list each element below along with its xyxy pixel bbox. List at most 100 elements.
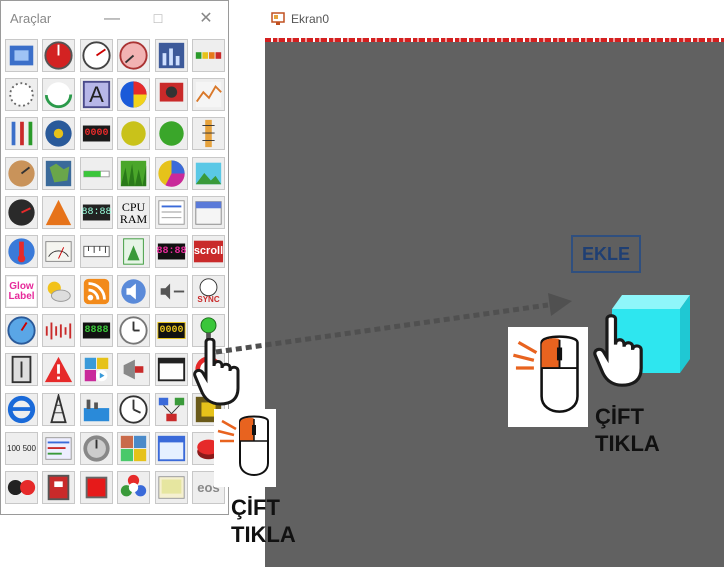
line-chart-icon bbox=[195, 81, 222, 108]
document-icon bbox=[123, 238, 144, 265]
tool-dotted-circle[interactable] bbox=[5, 78, 38, 111]
tool-pink-gauge[interactable] bbox=[117, 39, 150, 72]
green-led-icon bbox=[159, 121, 184, 146]
calendar-icon bbox=[195, 201, 222, 225]
tool-text-box[interactable]: A bbox=[80, 78, 113, 111]
close-button[interactable]: ✕ bbox=[199, 10, 213, 27]
tool-map[interactable] bbox=[42, 157, 75, 190]
tank-bars-icon bbox=[45, 437, 72, 460]
tool-round-knob[interactable] bbox=[80, 432, 113, 465]
triangle-icon bbox=[45, 199, 72, 226]
tool-red-square[interactable] bbox=[80, 471, 113, 504]
tool-clock[interactable] bbox=[117, 314, 150, 347]
tool-sound[interactable] bbox=[117, 275, 150, 308]
multicolor-icon bbox=[120, 474, 147, 497]
tool-window[interactable] bbox=[155, 353, 188, 386]
tool-blue-knob[interactable] bbox=[42, 117, 75, 150]
tool-weather[interactable] bbox=[42, 275, 75, 308]
tool-audio-level[interactable] bbox=[42, 314, 75, 347]
tool-led-time[interactable]: 88:88 bbox=[155, 235, 188, 268]
blue-knob-icon bbox=[45, 120, 72, 147]
screen-titlebar: Ekran0 bbox=[265, 0, 724, 38]
network-icon bbox=[158, 397, 185, 422]
clock-face-icon bbox=[119, 395, 148, 424]
screen-ruler bbox=[265, 38, 724, 42]
tool-ruler[interactable] bbox=[80, 235, 113, 268]
tool-label: 0000 bbox=[84, 128, 109, 139]
tool-factory[interactable] bbox=[80, 393, 113, 426]
tool-level-bar[interactable] bbox=[192, 39, 225, 72]
tool-grass[interactable] bbox=[117, 157, 150, 190]
tool-network[interactable] bbox=[155, 393, 188, 426]
tool-odometer[interactable]: 0000 bbox=[155, 314, 188, 347]
tool-green-dial[interactable] bbox=[42, 78, 75, 111]
tool-document[interactable] bbox=[117, 235, 150, 268]
tool-photo[interactable] bbox=[155, 471, 188, 504]
tool-red-switch[interactable] bbox=[42, 471, 75, 504]
tool-numeric-input[interactable]: 100 500 bbox=[5, 432, 38, 465]
tool-clock-face[interactable] bbox=[117, 393, 150, 426]
tool-label: scroll bbox=[193, 245, 224, 257]
tool-glow-label[interactable]: Glow Label bbox=[5, 275, 38, 308]
tool-seven-segment[interactable]: 88:88 bbox=[80, 196, 113, 229]
tool-info-panel[interactable] bbox=[155, 196, 188, 229]
tool-pie-chart[interactable] bbox=[155, 157, 188, 190]
red-square-icon bbox=[85, 476, 108, 499]
tool-multicolor[interactable] bbox=[117, 471, 150, 504]
tool-browser[interactable] bbox=[5, 393, 38, 426]
green-dial-icon bbox=[44, 80, 73, 109]
tool-red-speaker[interactable] bbox=[155, 78, 188, 111]
tool-picture[interactable] bbox=[192, 157, 225, 190]
tool-image-rotate[interactable] bbox=[5, 39, 38, 72]
tool-yellow-led[interactable] bbox=[117, 117, 150, 150]
map-icon bbox=[45, 160, 72, 187]
tool-slider-group[interactable] bbox=[5, 117, 38, 150]
tool-thermometer-scale[interactable] bbox=[192, 117, 225, 150]
analog-meter-icon bbox=[45, 241, 72, 262]
red-switch-icon bbox=[47, 474, 70, 501]
tool-label: 100 500 bbox=[7, 444, 36, 453]
tool-speedometer[interactable] bbox=[80, 39, 113, 72]
tool-dark-gauge[interactable] bbox=[5, 196, 38, 229]
tool-digital-display[interactable]: 0000 bbox=[80, 117, 113, 150]
maximize-button[interactable]: ☐ bbox=[152, 12, 164, 26]
tool-cpu-ram[interactable]: CPU RAM bbox=[117, 196, 150, 229]
tool-bar-chart[interactable] bbox=[155, 39, 188, 72]
tool-tank-bars[interactable] bbox=[42, 432, 75, 465]
red-speaker-icon bbox=[159, 82, 184, 102]
tool-thermometer[interactable] bbox=[5, 235, 38, 268]
tool-tower[interactable] bbox=[42, 393, 75, 426]
tool-analog-meter[interactable] bbox=[42, 235, 75, 268]
tool-image-grid[interactable] bbox=[117, 432, 150, 465]
tool-rss[interactable] bbox=[80, 275, 113, 308]
tool-copper-knob[interactable] bbox=[5, 157, 38, 190]
hand-cursor-icon bbox=[593, 314, 643, 387]
tool-warning[interactable] bbox=[42, 353, 75, 386]
tool-switch[interactable] bbox=[5, 353, 38, 386]
slider-group-icon bbox=[11, 121, 33, 146]
tool-digital-counter[interactable]: 8888 bbox=[80, 314, 113, 347]
dotted-circle-icon bbox=[9, 82, 34, 107]
hand-cursor-icon bbox=[193, 338, 240, 406]
tool-line-chart[interactable] bbox=[192, 78, 225, 111]
tool-color-wheel[interactable] bbox=[117, 78, 150, 111]
ekle-button[interactable]: EKLE bbox=[571, 235, 641, 273]
screen-title: Ekran0 bbox=[291, 12, 330, 26]
tool-megaphone[interactable] bbox=[117, 353, 150, 386]
tool-speaker-wave[interactable] bbox=[155, 275, 188, 308]
tool-toggle-button[interactable] bbox=[5, 471, 38, 504]
tool-sync-clock[interactable]: SYNC bbox=[192, 275, 225, 308]
mouse-double-click-illustration bbox=[214, 409, 276, 487]
tool-calendar[interactable] bbox=[192, 196, 225, 229]
tool-red-gauge[interactable] bbox=[42, 39, 75, 72]
tool-scroll-text[interactable]: scroll bbox=[192, 235, 225, 268]
tool-triangle[interactable] bbox=[42, 196, 75, 229]
tool-green-progress[interactable] bbox=[80, 157, 113, 190]
minimize-button[interactable]: — bbox=[104, 10, 120, 27]
tool-media[interactable] bbox=[80, 353, 113, 386]
tool-blue-gauge[interactable] bbox=[5, 314, 38, 347]
tool-green-led[interactable] bbox=[155, 117, 188, 150]
tool-window-frame[interactable] bbox=[155, 432, 188, 465]
copper-knob-icon bbox=[8, 160, 35, 187]
